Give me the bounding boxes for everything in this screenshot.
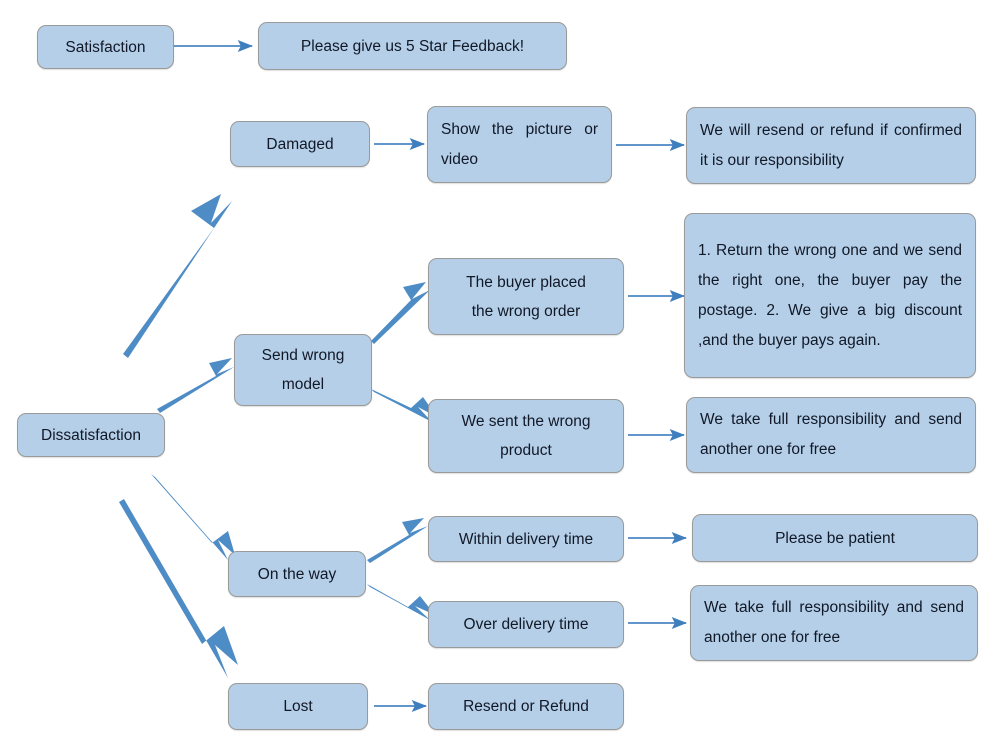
node-resend-or-refund-label: Resend or Refund <box>463 698 589 715</box>
edge-dissatisfaction-to-damaged <box>123 194 232 358</box>
node-full-responsibility-over-delivery[interactable]: We take full responsibility and send ano… <box>690 585 978 661</box>
node-lost-label: Lost <box>283 698 313 715</box>
node-within-delivery-time[interactable]: Within delivery time <box>428 516 624 562</box>
node-full-responsibility-over-delivery-label: We take full responsibility and send ano… <box>704 599 964 646</box>
edge-send-wrong-model-to-buyer-placed-wrong <box>371 282 430 344</box>
node-on-the-way[interactable]: On the way <box>228 551 366 597</box>
node-over-delivery-time[interactable]: Over delivery time <box>428 601 624 648</box>
node-five-star-feedback[interactable]: Please give us 5 Star Feedback! <box>258 22 567 70</box>
node-show-picture-or-video[interactable]: Show the picture or video <box>427 106 612 183</box>
node-damaged-label: Damaged <box>266 135 334 153</box>
node-satisfaction-label: Satisfaction <box>65 38 146 56</box>
node-send-wrong-model-label: Send wrong model <box>261 347 345 393</box>
edge-on-the-way-to-over-delivery <box>367 584 435 620</box>
node-buyer-placed-wrong-order-label: The buyer placed the wrong order <box>466 273 586 320</box>
node-return-options[interactable]: 1. Return the wrong one and we send the … <box>684 213 976 378</box>
node-return-options-label: 1. Return the wrong one and we send the … <box>698 241 962 349</box>
node-we-sent-wrong-product-label: We sent the wrong product <box>461 413 591 459</box>
node-satisfaction[interactable]: Satisfaction <box>37 25 174 69</box>
node-over-delivery-time-label: Over delivery time <box>463 616 589 633</box>
node-resend-or-refund[interactable]: Resend or Refund <box>428 683 624 730</box>
node-please-be-patient[interactable]: Please be patient <box>692 514 978 562</box>
node-five-star-feedback-label: Please give us 5 Star Feedback! <box>300 37 525 55</box>
node-lost[interactable]: Lost <box>228 683 368 730</box>
node-we-sent-wrong-product[interactable]: We sent the wrong product <box>428 399 624 473</box>
node-buyer-placed-wrong-order[interactable]: The buyer placed the wrong order <box>428 258 624 335</box>
node-please-be-patient-label: Please be patient <box>775 529 895 547</box>
edge-on-the-way-to-within-delivery <box>367 518 428 563</box>
node-on-the-way-label: On the way <box>257 565 337 583</box>
node-damaged[interactable]: Damaged <box>230 121 370 167</box>
node-send-wrong-model[interactable]: Send wrong model <box>234 334 372 406</box>
node-dissatisfaction-label: Dissatisfaction <box>41 426 141 444</box>
edge-dissatisfaction-to-send-wrong-model <box>157 358 234 413</box>
edge-dissatisfaction-to-lost <box>119 499 238 678</box>
node-resend-refund-if-confirmed-label: We will resend or refund if confirmed it… <box>700 121 962 169</box>
node-within-delivery-time-label: Within delivery time <box>458 530 594 548</box>
node-dissatisfaction[interactable]: Dissatisfaction <box>17 413 165 457</box>
node-full-responsibility-wrong-product[interactable]: We take full responsibility and send ano… <box>686 397 976 473</box>
node-resend-refund-if-confirmed[interactable]: We will resend or refund if confirmed it… <box>686 107 976 184</box>
edge-dissatisfaction-to-on-the-way <box>151 474 235 560</box>
node-show-picture-or-video-label: Show the picture or video <box>441 120 598 168</box>
node-full-responsibility-wrong-product-label: We take full responsibility and send ano… <box>700 411 962 458</box>
